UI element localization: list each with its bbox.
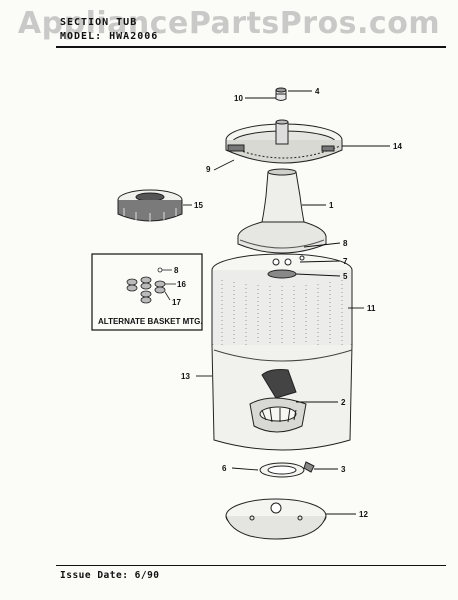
callout-6: 6 [222,464,227,473]
issue-date: Issue Date: 6/90 [60,570,160,581]
callout-8: 8 [343,239,348,248]
inset-alternate-basket-mtg: ALTERNATE BASKET MTG. 8 16 17 [91,253,203,331]
watermark: AppliancePartsPros.com [17,6,441,41]
footer-rule [56,565,446,566]
part-drive-cap [275,87,287,101]
model-number: MODEL: HWA2006 [60,31,159,42]
callout-5: 5 [343,272,348,281]
part-outer-tub [211,344,353,451]
part-screw [303,461,315,473]
callout-12: 12 [359,510,368,519]
header-rule [56,46,446,48]
callout-9: 9 [206,165,211,174]
callout-inset-8: 8 [174,266,179,275]
callout-1: 1 [329,201,334,210]
callout-4: 4 [315,87,320,96]
callout-13: 13 [181,372,190,381]
callout-15: 15 [194,201,203,210]
part-seal-ring [259,462,305,478]
part-tub-bottom [225,498,327,540]
section-title: SECTION TUB [60,17,138,28]
part-agitator-cap [117,189,183,222]
callout-7: 7 [343,257,348,266]
part-agitator [237,168,327,254]
callout-inset-17: 17 [172,298,181,307]
leader-lines [183,90,390,515]
callout-inset-16: 16 [177,280,186,289]
part-spin-basket [211,253,353,356]
inset-label: ALTERNATE BASKET MTG. [98,317,203,326]
callout-2: 2 [341,398,346,407]
part-tub-ring [225,119,343,164]
callout-11: 11 [367,304,376,313]
callout-10: 10 [234,94,243,103]
callout-14: 14 [393,142,402,151]
callout-3: 3 [341,465,346,474]
